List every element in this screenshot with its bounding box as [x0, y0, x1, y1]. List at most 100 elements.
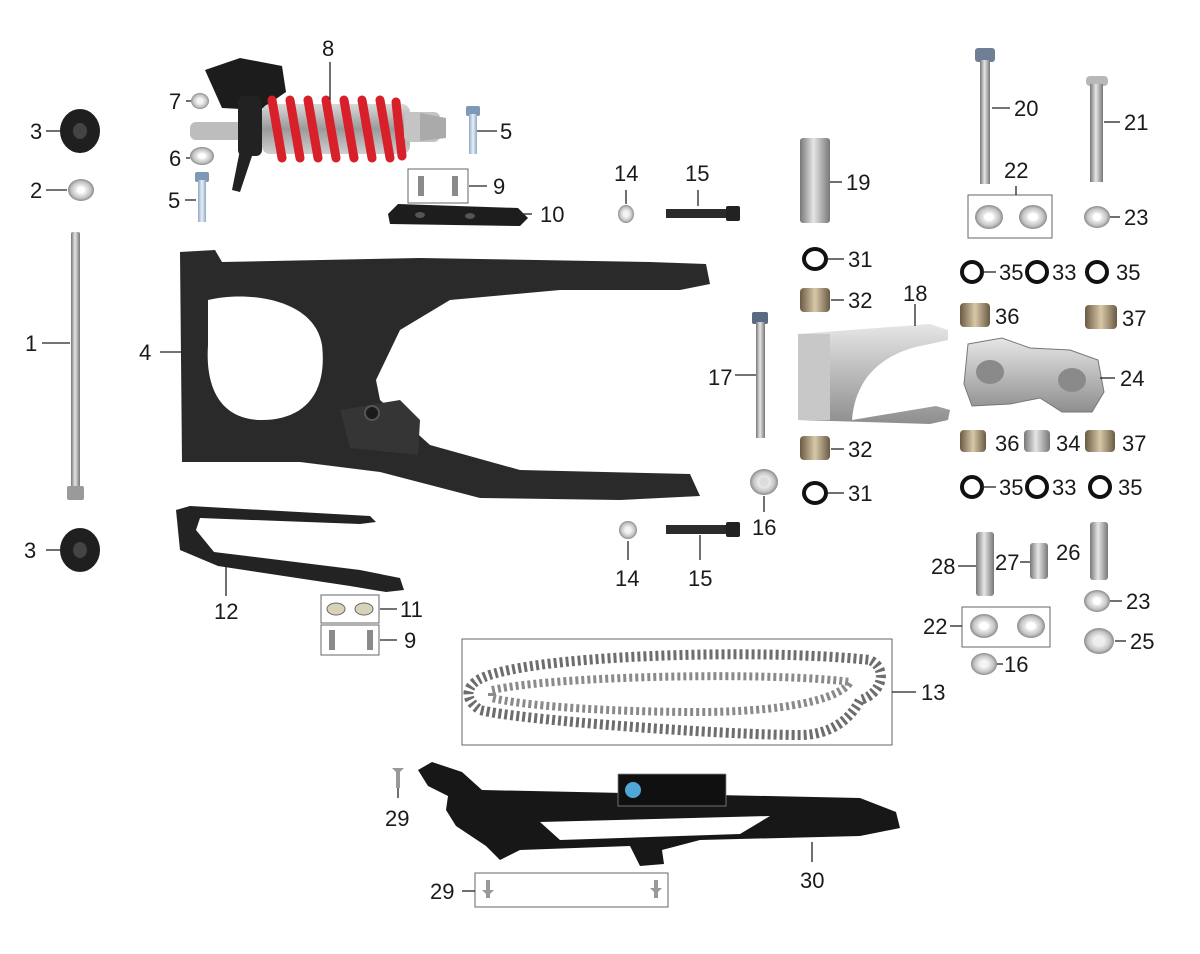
- rear-shock-absorber: [190, 58, 446, 192]
- part-label-20: 20: [1014, 96, 1039, 121]
- chain-guide-10: [388, 204, 532, 226]
- part-label-33-top: 33: [1052, 260, 1077, 285]
- part-label-1: 1: [25, 331, 38, 356]
- o-ring-31-bottom: [802, 481, 844, 505]
- rubber-cap-bottom: [46, 528, 100, 572]
- sleeve-26: [1090, 522, 1108, 580]
- part-label-18: 18: [903, 281, 928, 306]
- bearing-37-top: [1085, 305, 1117, 329]
- part-label-21: 21: [1124, 110, 1149, 135]
- part-label-11: 11: [400, 597, 423, 622]
- bolt-15-top: [666, 190, 740, 221]
- nut-box-11: [320, 594, 397, 624]
- part-label-8: 8: [322, 36, 335, 61]
- part-label-7: 7: [169, 89, 182, 114]
- part-label-29-single: 29: [385, 806, 410, 831]
- bolt-17: [735, 312, 768, 438]
- needle-bearing-32-bottom: [800, 436, 844, 460]
- part-label-3-top: 3: [30, 119, 43, 144]
- part-label-29-box: 29: [430, 879, 455, 904]
- axle-bolt: [42, 232, 84, 500]
- collar-16-right: [971, 653, 1003, 675]
- part-label-5-right: 5: [500, 119, 513, 144]
- part-label-6: 6: [169, 146, 182, 171]
- linkage-rod-18: [798, 304, 950, 424]
- part-label-26: 26: [1056, 540, 1081, 565]
- shock-bolt-5-right: [466, 106, 497, 154]
- screw-box-9-top: [407, 168, 487, 204]
- part-label-14-top: 14: [614, 161, 639, 186]
- part-label-27: 27: [995, 550, 1020, 575]
- screw-box-9-bottom: [320, 624, 397, 656]
- o-ring-31-top: [802, 247, 844, 271]
- collar-16: [750, 469, 778, 512]
- part-label-17: 17: [708, 365, 733, 390]
- part-label-22-bottom: 22: [923, 614, 948, 639]
- part-label-37-bottom: 37: [1122, 431, 1147, 456]
- chain-slider-12: [176, 506, 404, 596]
- washer-25: [1084, 628, 1126, 654]
- part-label-36-top: 36: [995, 304, 1020, 329]
- part-label-9-bottom: 9: [404, 628, 417, 653]
- part-label-23-top: 23: [1124, 205, 1149, 230]
- part-label-35-top-right: 35: [1116, 260, 1141, 285]
- o-rings-top-row: [960, 260, 1109, 284]
- bushing-34: [1024, 430, 1050, 452]
- part-label-14-bottom: 14: [615, 566, 640, 591]
- part-label-4: 4: [139, 340, 152, 365]
- part-label-33-bottom: 33: [1052, 475, 1077, 500]
- part-label-2: 2: [30, 178, 43, 203]
- part-label-30: 30: [800, 868, 825, 893]
- part-label-5-left: 5: [168, 188, 181, 213]
- rocker-arm-24: [963, 337, 1115, 413]
- bearing-36-bottom: [960, 430, 986, 452]
- washer-7: [186, 93, 209, 109]
- washer-2: [46, 179, 94, 201]
- part-label-35-bottom-right: 35: [1118, 475, 1143, 500]
- part-label-32-top: 32: [848, 288, 873, 313]
- part-label-15-bottom: 15: [688, 566, 713, 591]
- part-label-12: 12: [214, 599, 239, 624]
- washer-23-top: [1084, 206, 1120, 228]
- part-label-31-bottom: 31: [848, 481, 873, 506]
- part-label-25: 25: [1130, 629, 1155, 654]
- screw-box-29: [462, 872, 669, 908]
- screw-29-single: [392, 768, 404, 798]
- part-label-24: 24: [1120, 366, 1145, 391]
- part-label-19: 19: [846, 170, 871, 195]
- sleeve-27: [1020, 543, 1048, 579]
- part-label-16-right: 16: [1004, 652, 1029, 677]
- bolt-21: [1086, 76, 1120, 182]
- part-label-36-bottom: 36: [995, 431, 1020, 456]
- o-rings-bottom-row: [960, 475, 1112, 499]
- bolt-20: [975, 48, 1010, 184]
- part-label-13: 13: [921, 680, 946, 705]
- part-label-9-top: 9: [493, 174, 506, 199]
- rubber-cap-top: [46, 109, 100, 153]
- sleeve-28: [958, 532, 994, 596]
- swingarm: [160, 250, 710, 500]
- part-label-22-top: 22: [1004, 158, 1029, 183]
- washer-box-22-bottom: [950, 606, 1051, 648]
- part-label-10: 10: [540, 202, 565, 227]
- shock-bolt-5-left: [185, 172, 209, 222]
- washer-box-22-top: [967, 186, 1053, 239]
- drive-chain-13: [461, 638, 916, 746]
- part-label-35-bottom-left: 35: [999, 475, 1024, 500]
- bolt-15-bottom: [666, 522, 740, 560]
- collar-14-top: [618, 190, 634, 223]
- part-label-34: 34: [1056, 431, 1081, 456]
- washer-23-bottom: [1084, 590, 1122, 612]
- part-label-3-bottom: 3: [24, 538, 37, 563]
- needle-bearing-32-top: [800, 288, 844, 312]
- part-label-31-top: 31: [848, 247, 873, 272]
- part-label-23-bottom: 23: [1126, 589, 1151, 614]
- bearing-36-top: [960, 303, 990, 327]
- washer-6: [186, 147, 214, 165]
- chain-guard-30: [418, 762, 900, 866]
- part-label-37-top: 37: [1122, 306, 1147, 331]
- part-label-16: 16: [752, 515, 777, 540]
- part-label-28: 28: [931, 554, 956, 579]
- sleeve-19: [800, 138, 842, 223]
